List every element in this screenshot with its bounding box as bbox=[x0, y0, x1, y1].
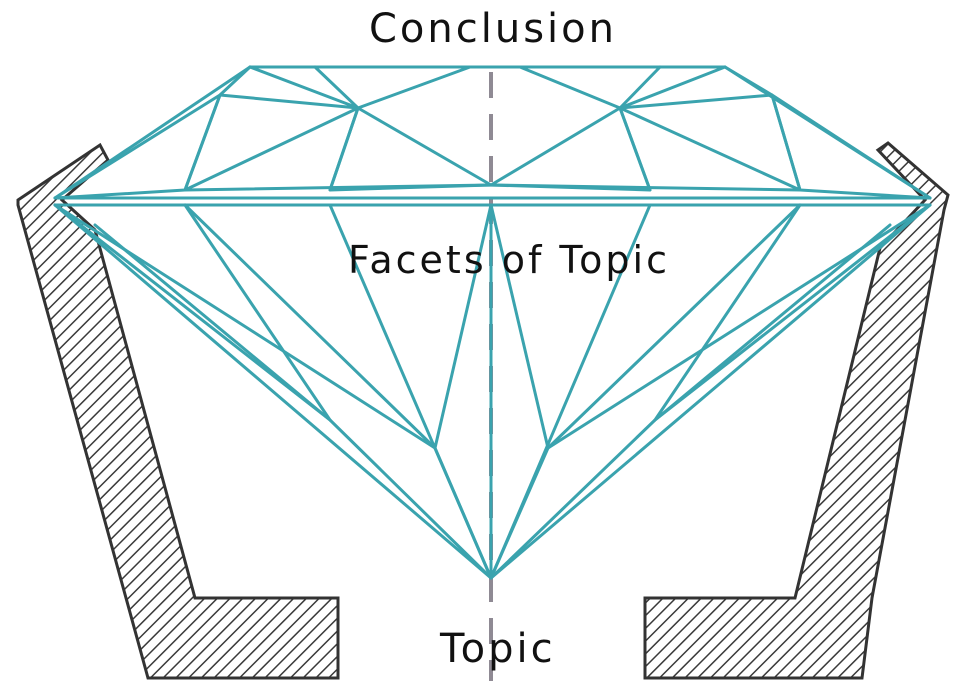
facets-of-topic-label: Facets of Topic bbox=[348, 238, 670, 282]
diamond-facets bbox=[55, 67, 930, 578]
left-setting-prong bbox=[18, 145, 338, 678]
conclusion-label: Conclusion bbox=[369, 6, 617, 52]
topic-label: Topic bbox=[440, 626, 556, 672]
